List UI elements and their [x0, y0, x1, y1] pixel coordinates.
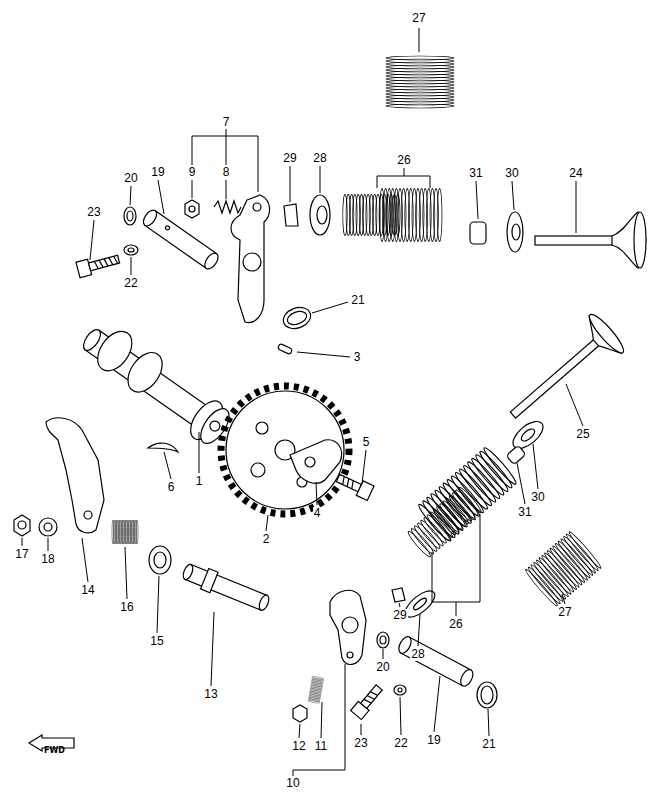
callout-number: 30: [530, 491, 545, 504]
callout-number: 5: [362, 436, 371, 449]
callout-number: 31: [468, 167, 483, 180]
callout-number: 18: [40, 553, 55, 566]
callout-number: 20: [375, 661, 390, 674]
callout-number: 22: [393, 737, 408, 750]
callout-number: 30: [504, 167, 519, 180]
callout-number: 31: [517, 506, 532, 519]
callout-number: 21: [350, 294, 365, 307]
callout-number: 22: [123, 277, 138, 290]
callout-number: 26: [448, 618, 463, 631]
callout-number: 26: [396, 154, 411, 167]
callout-number: 16: [119, 601, 134, 614]
callout-number: 4: [313, 507, 322, 520]
callout-number: 29: [282, 152, 297, 165]
callout-number: 21: [481, 738, 496, 751]
callout-number: 9: [188, 166, 197, 179]
callout-number: 19: [426, 734, 441, 747]
callout-number: 6: [167, 481, 176, 494]
callout-number: 15: [149, 635, 164, 648]
callout-number: 23: [353, 737, 368, 750]
callout-number: 12: [291, 740, 306, 753]
callout-number: 19: [150, 166, 165, 179]
callout-number: 25: [575, 428, 590, 441]
callout-number: 28: [312, 152, 327, 165]
callout-number: 3: [353, 351, 362, 364]
callout-number: 14: [80, 584, 95, 597]
callout-number: 11: [314, 740, 328, 753]
callout-number: 28: [410, 648, 425, 661]
callout-number: 20: [123, 172, 138, 185]
callout-number: 27: [557, 606, 572, 619]
callout-number: 29: [392, 609, 407, 622]
callout-number: 1: [195, 475, 204, 488]
callout-number: 13: [203, 688, 218, 701]
callout-number: 23: [86, 206, 101, 219]
callout-number: 24: [568, 167, 583, 180]
arrow-text: FWD: [44, 746, 65, 755]
direction-arrow: FWD: [28, 734, 75, 752]
callout-number: 27: [411, 12, 426, 25]
callout-number: 2: [262, 533, 271, 546]
callout-number: 10: [285, 777, 300, 790]
callout-number: 17: [14, 548, 29, 561]
callout-number: 7: [222, 116, 231, 129]
callout-number: 8: [222, 166, 231, 179]
